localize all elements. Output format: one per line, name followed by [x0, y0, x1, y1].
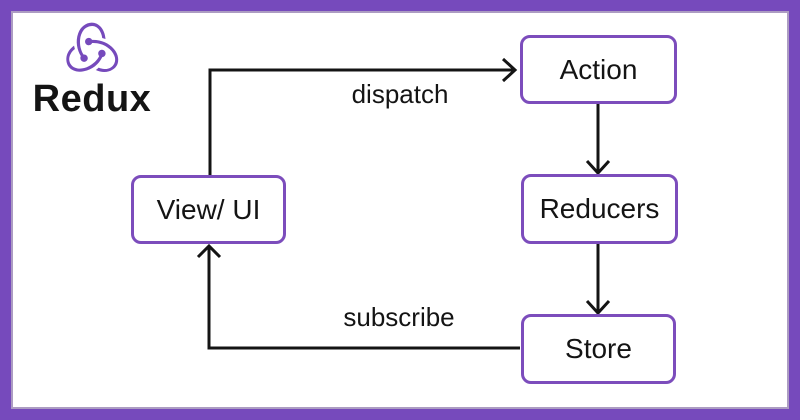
- redux-brand: Redux: [20, 14, 164, 121]
- node-store: Store: [521, 314, 676, 384]
- node-view-ui: View/ UI: [131, 175, 286, 244]
- node-store-label: Store: [565, 333, 632, 364]
- node-view-ui-label: View/ UI: [156, 193, 261, 225]
- action-to-reducers-arrow: [585, 104, 611, 176]
- dispatch-edge-label: dispatch: [351, 79, 449, 109]
- redux-logo-icon: [66, 22, 119, 73]
- subscribe-edge-label: subscribe: [343, 302, 455, 332]
- dispatch-arrow: [208, 57, 518, 176]
- node-action-label: Action: [559, 53, 638, 85]
- redux-wordmark: Redux: [32, 78, 152, 120]
- node-reducers: Reducers: [521, 174, 678, 244]
- node-action: Action: [520, 35, 677, 104]
- node-reducers-label: Reducers: [539, 193, 660, 224]
- subscribe-arrow: [196, 243, 520, 350]
- reducers-to-store-arrow: [585, 244, 611, 316]
